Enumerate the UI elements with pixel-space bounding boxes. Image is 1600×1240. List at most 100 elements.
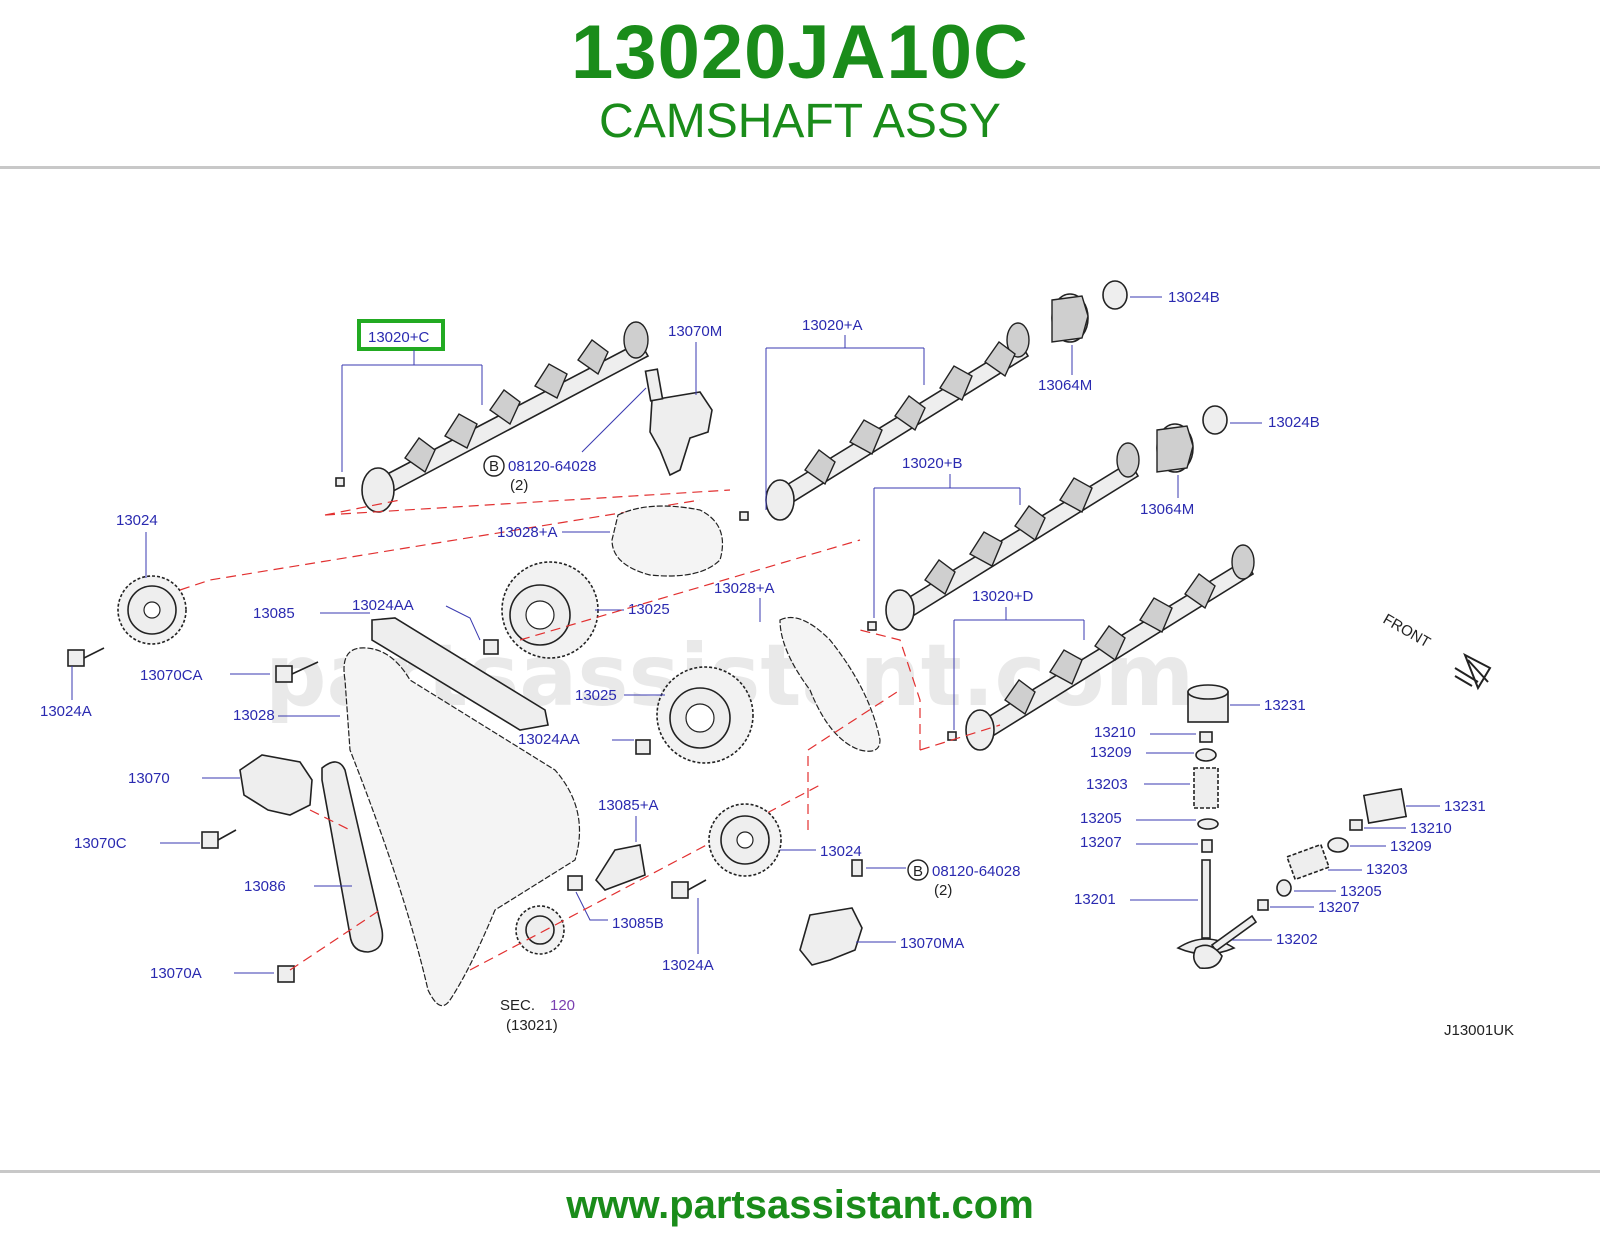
label-13024b-2[interactable]: 13024B (1268, 414, 1320, 431)
collet-13210-upper[interactable] (1199, 731, 1213, 743)
seal-13207-lower[interactable] (1257, 899, 1269, 911)
label-13207-1[interactable]: 13207 (1080, 834, 1122, 851)
tensioner-13070[interactable] (239, 754, 313, 816)
label-13064m-1[interactable]: 13064M (1038, 377, 1092, 394)
label-13025-2[interactable]: 13025 (575, 687, 617, 704)
label-13203-2[interactable]: 13203 (1366, 861, 1408, 878)
label-13024a-1[interactable]: 13024A (40, 703, 92, 720)
label-13020-c[interactable]: 13020+C (368, 329, 429, 346)
front-arrow-icon (1463, 652, 1492, 691)
label-13028a-1[interactable]: 13028+A (497, 524, 557, 541)
label-13070a[interactable]: 13070A (150, 965, 202, 982)
guide-13085[interactable] (371, 617, 549, 731)
guide-13086[interactable] (321, 761, 384, 953)
crank-sprocket[interactable] (515, 905, 565, 955)
label-13209-1[interactable]: 13209 (1090, 744, 1132, 761)
camshaft-13020-d[interactable] (947, 544, 1255, 751)
label-08120-64028-2[interactable]: 08120-64028 (932, 863, 1020, 880)
camshaft-exploded-diagram: partsassistant.com 13020+C 13070M B 0812… (40, 280, 1514, 1039)
timing-chain-13028-a-upper[interactable] (611, 505, 724, 577)
label-13210-2[interactable]: 13210 (1410, 820, 1452, 837)
bolt-13024aa-lower[interactable] (635, 739, 651, 755)
bolt-08120-64028-top[interactable] (483, 455, 505, 477)
label-13207-2[interactable]: 13207 (1318, 899, 1360, 916)
label-13024a-2[interactable]: 13024A (662, 957, 714, 974)
valve-13202[interactable] (1192, 914, 1258, 970)
label-13203-1[interactable]: 13203 (1086, 776, 1128, 793)
bolt-13070c[interactable] (201, 829, 237, 849)
label-13085a[interactable]: 13085+A (598, 797, 658, 814)
label-13201[interactable]: 13201 (1074, 891, 1116, 908)
bolt-13024b-upper[interactable] (1102, 280, 1128, 310)
sprocket-13025-upper[interactable] (501, 561, 599, 659)
label-13231-1[interactable]: 13231 (1264, 697, 1306, 714)
label-13209-2[interactable]: 13209 (1390, 838, 1432, 855)
label-13070m[interactable]: 13070M (668, 323, 722, 340)
label-13024-1[interactable]: 13024 (116, 512, 158, 529)
phaser-13064m-upper[interactable] (1051, 293, 1089, 343)
label-13064m-2[interactable]: 13064M (1140, 501, 1194, 518)
label-13024aa-2[interactable]: 13024AA (518, 731, 580, 748)
bolt-mark-b-2: B (913, 863, 923, 880)
front-arrow-shaft (1454, 667, 1479, 687)
label-13028a-2[interactable]: 13028+A (714, 580, 774, 597)
sprocket-13025-lower[interactable] (656, 666, 754, 764)
bolt-13024a-lower[interactable] (671, 879, 707, 899)
camshaft-13020-b[interactable] (867, 442, 1140, 631)
bolt-13085b[interactable] (567, 875, 583, 891)
label-13070c[interactable]: 13070C (74, 835, 127, 852)
label-13070ma[interactable]: 13070MA (900, 935, 964, 952)
label-13028[interactable]: 13028 (233, 707, 275, 724)
label-13024aa-1[interactable]: 13024AA (352, 597, 414, 614)
bracket-13085-a[interactable] (594, 844, 646, 891)
label-13231-2[interactable]: 13231 (1444, 798, 1486, 815)
bolt-13070ca[interactable] (275, 661, 319, 683)
camshaft-13020-a[interactable] (739, 322, 1030, 521)
sprocket-13024-left[interactable] (117, 575, 187, 645)
seat-13205-upper[interactable] (1197, 818, 1219, 830)
bolt-08120-64028-bottom[interactable] (907, 859, 929, 881)
label-08120-qty-1: (2) (510, 477, 528, 494)
label-13070[interactable]: 13070 (128, 770, 170, 787)
lifter-13231-lower[interactable] (1362, 787, 1408, 825)
part-name-subtitle: CAMSHAFT ASSY (599, 95, 1001, 148)
label-13020-a[interactable]: 13020+A (802, 317, 862, 334)
seal-13207-upper[interactable] (1201, 839, 1213, 853)
label-13205-1[interactable]: 13205 (1080, 810, 1122, 827)
camshaft-13020-c[interactable] (335, 321, 650, 513)
spring-13203-lower[interactable] (1285, 843, 1331, 881)
retainer-13209-upper[interactable] (1195, 748, 1217, 762)
seat-13205-lower[interactable] (1276, 879, 1292, 897)
sec-ref-13021: (13021) (506, 1017, 558, 1034)
bolt-13024a-left[interactable] (67, 647, 105, 667)
label-13085[interactable]: 13085 (253, 605, 295, 622)
label-13020-d[interactable]: 13020+D (972, 588, 1033, 605)
timing-chain-13028[interactable] (343, 647, 581, 1007)
retainer-13209-lower[interactable] (1327, 837, 1349, 853)
collet-13210-lower[interactable] (1349, 819, 1363, 831)
sec-link-120[interactable]: 120 (550, 997, 575, 1014)
label-13020-b[interactable]: 13020+B (902, 455, 962, 472)
sprocket-13024-lower[interactable] (708, 803, 782, 877)
lifter-13231-upper[interactable] (1187, 684, 1229, 723)
label-13205-2[interactable]: 13205 (1340, 883, 1382, 900)
sensor-13070m[interactable] (644, 368, 713, 477)
label-13086[interactable]: 13086 (244, 878, 286, 895)
label-08120-64028-1[interactable]: 08120-64028 (508, 458, 596, 475)
label-13085b[interactable]: 13085B (612, 915, 664, 932)
label-13210-1[interactable]: 13210 (1094, 724, 1136, 741)
label-13024b-1[interactable]: 13024B (1168, 289, 1220, 306)
timing-chain-13028-a-lower[interactable] (779, 616, 881, 752)
label-13025-1[interactable]: 13025 (628, 601, 670, 618)
phaser-13064m-lower[interactable] (1156, 423, 1194, 473)
spring-13203-upper[interactable] (1193, 767, 1219, 809)
label-13070ca[interactable]: 13070CA (140, 667, 203, 684)
bolt-13024b-lower[interactable] (1202, 405, 1228, 435)
label-13202[interactable]: 13202 (1276, 931, 1318, 948)
bolt-mark-b-1: B (489, 458, 499, 475)
footer-url-link[interactable]: www.partsassistant.com (566, 1183, 1034, 1227)
front-label: FRONT (1380, 611, 1433, 652)
label-13024-2[interactable]: 13024 (820, 843, 862, 860)
bolt-13024aa-upper[interactable] (483, 639, 499, 655)
sensor-13070ma[interactable] (799, 859, 863, 966)
